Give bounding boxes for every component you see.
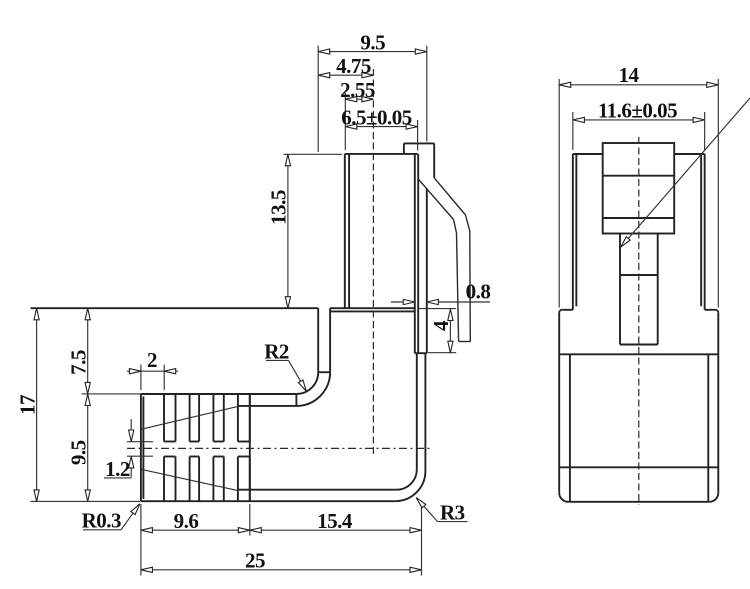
svg-text:0.8: 0.8 xyxy=(466,279,491,303)
svg-text:11.6±0.05: 11.6±0.05 xyxy=(598,99,677,123)
svg-text:2.55: 2.55 xyxy=(340,78,375,102)
svg-text:R0.3: R0.3 xyxy=(82,509,121,533)
svg-text:7.5: 7.5 xyxy=(67,350,91,375)
svg-text:R3: R3 xyxy=(440,500,465,524)
svg-text:15.4: 15.4 xyxy=(317,509,353,533)
svg-text:2: 2 xyxy=(147,348,157,372)
svg-text:4.75: 4.75 xyxy=(336,54,371,78)
svg-text:4: 4 xyxy=(429,320,453,331)
svg-text:25: 25 xyxy=(245,549,265,573)
svg-text:6.5±0.05: 6.5±0.05 xyxy=(341,105,412,129)
svg-text:14: 14 xyxy=(619,63,640,87)
svg-text:17: 17 xyxy=(15,395,39,415)
svg-text:1.2: 1.2 xyxy=(105,457,130,481)
svg-text:9.5: 9.5 xyxy=(360,30,385,54)
svg-text:R2: R2 xyxy=(264,340,289,364)
svg-text:9.6: 9.6 xyxy=(174,509,199,533)
svg-text:9.5: 9.5 xyxy=(67,440,91,465)
svg-text:13.5: 13.5 xyxy=(266,190,290,225)
